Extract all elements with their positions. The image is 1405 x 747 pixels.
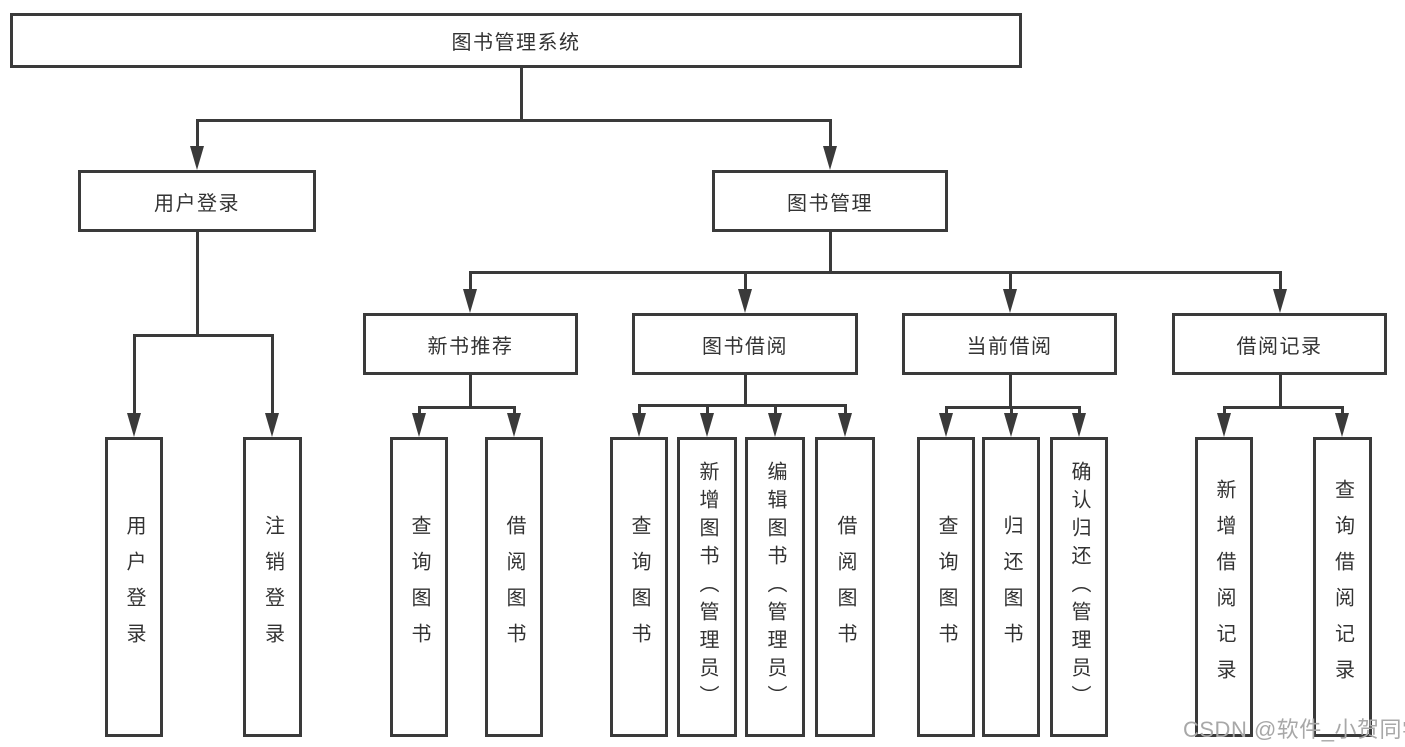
connector-arrow-stem	[468, 272, 472, 301]
arrow-down-icon	[1335, 413, 1349, 437]
node-label: 借阅图书	[834, 515, 856, 659]
connector-rail-line	[637, 403, 847, 407]
connector-rail-line	[132, 333, 274, 337]
node-label: 借阅记录	[1236, 335, 1323, 358]
node-book-management: 图书管理	[712, 170, 948, 232]
node-label: 新书推荐	[427, 335, 514, 358]
node-label: 图书管理	[787, 192, 873, 215]
connector-drop-line	[468, 375, 472, 407]
connector-arrow-stem	[828, 120, 832, 158]
connector-rail-line	[944, 405, 1081, 409]
node-user-login-leaf: 用户登录	[105, 437, 163, 737]
node-current-borrowing: 当前借阅	[902, 313, 1117, 375]
connector-arrow-stem	[195, 120, 199, 158]
node-new-book-recommend: 新书推荐	[363, 313, 578, 375]
connector-drop-line	[1278, 375, 1282, 407]
arrow-down-icon	[823, 146, 837, 170]
node-label: 归还图书	[1000, 515, 1022, 659]
node-label: 借阅图书	[503, 515, 525, 659]
arrow-down-icon	[738, 289, 752, 313]
arrow-down-icon	[507, 413, 521, 437]
node-edit-books-admin: 编辑图书（管理员）	[745, 437, 805, 737]
connector-rail-line	[417, 405, 516, 409]
csdn-watermark: CSDN @软件_小贺同学	[1183, 717, 1405, 742]
node-borrowing-records: 借阅记录	[1172, 313, 1387, 375]
node-user-login-branch: 用户登录	[78, 170, 316, 232]
connector-arrow-stem	[270, 335, 274, 425]
arrow-down-icon	[838, 413, 852, 437]
connector-drop-line	[828, 232, 832, 272]
node-return-books: 归还图书	[982, 437, 1040, 737]
arrow-down-icon	[1072, 413, 1086, 437]
node-query-books-borrow: 查询图书	[610, 437, 668, 737]
node-label: 编辑图书（管理员）	[764, 461, 786, 713]
node-borrow-books-leaf: 借阅图书	[815, 437, 875, 737]
connector-arrow-stem	[132, 335, 136, 425]
connector-rail-line	[1222, 405, 1344, 409]
node-query-books-recommend: 查询图书	[390, 437, 448, 737]
arrow-down-icon	[1217, 413, 1231, 437]
node-label: 确认归还（管理员）	[1068, 461, 1090, 713]
node-label: 图书借阅	[702, 335, 788, 358]
arrow-down-icon	[463, 289, 477, 313]
node-label: 新增图书（管理员）	[696, 461, 718, 713]
node-add-borrow-record: 新增借阅记录	[1195, 437, 1253, 737]
arrow-down-icon	[190, 146, 204, 170]
connector-drop-line	[519, 68, 523, 120]
node-label: 用户登录	[123, 515, 145, 659]
node-borrow-books-recommend: 借阅图书	[485, 437, 543, 737]
node-add-books-admin: 新增图书（管理员）	[677, 437, 737, 737]
arrow-down-icon	[700, 413, 714, 437]
node-label: 查询图书	[408, 515, 430, 659]
arrow-down-icon	[1004, 413, 1018, 437]
node-label: 注销登录	[261, 515, 284, 659]
connector-arrow-stem	[1008, 272, 1012, 301]
node-label: 图书管理系统	[451, 32, 581, 54]
arrow-down-icon	[265, 413, 279, 437]
connector-arrow-stem	[743, 272, 747, 301]
arrow-down-icon	[1273, 289, 1287, 313]
node-root: 图书管理系统	[10, 13, 1022, 68]
arrow-down-icon	[768, 413, 782, 437]
arrow-down-icon	[127, 413, 141, 437]
node-query-borrow-record: 查询借阅记录	[1313, 437, 1372, 737]
connector-drop-line	[195, 232, 199, 335]
node-label: 查询借阅记录	[1331, 479, 1354, 695]
node-label: 当前借阅	[966, 335, 1053, 358]
node-label: 查询图书	[935, 515, 957, 659]
arrow-down-icon	[939, 413, 953, 437]
node-book-borrowing: 图书借阅	[632, 313, 858, 375]
node-label: 查询图书	[628, 515, 650, 659]
node-label: 用户登录	[154, 192, 240, 215]
arrow-down-icon	[412, 413, 426, 437]
connector-drop-line	[743, 375, 747, 405]
node-logout-leaf: 注销登录	[243, 437, 302, 737]
connector-rail-line	[195, 118, 832, 122]
connector-drop-line	[1008, 375, 1012, 407]
node-query-books-current: 查询图书	[917, 437, 975, 737]
connector-arrow-stem	[1278, 272, 1282, 301]
node-label: 新增借阅记录	[1213, 479, 1235, 695]
node-confirm-return-admin: 确认归还（管理员）	[1050, 437, 1108, 737]
connector-rail-line	[468, 270, 1282, 274]
arrow-down-icon	[632, 413, 646, 437]
arrow-down-icon	[1003, 289, 1017, 313]
